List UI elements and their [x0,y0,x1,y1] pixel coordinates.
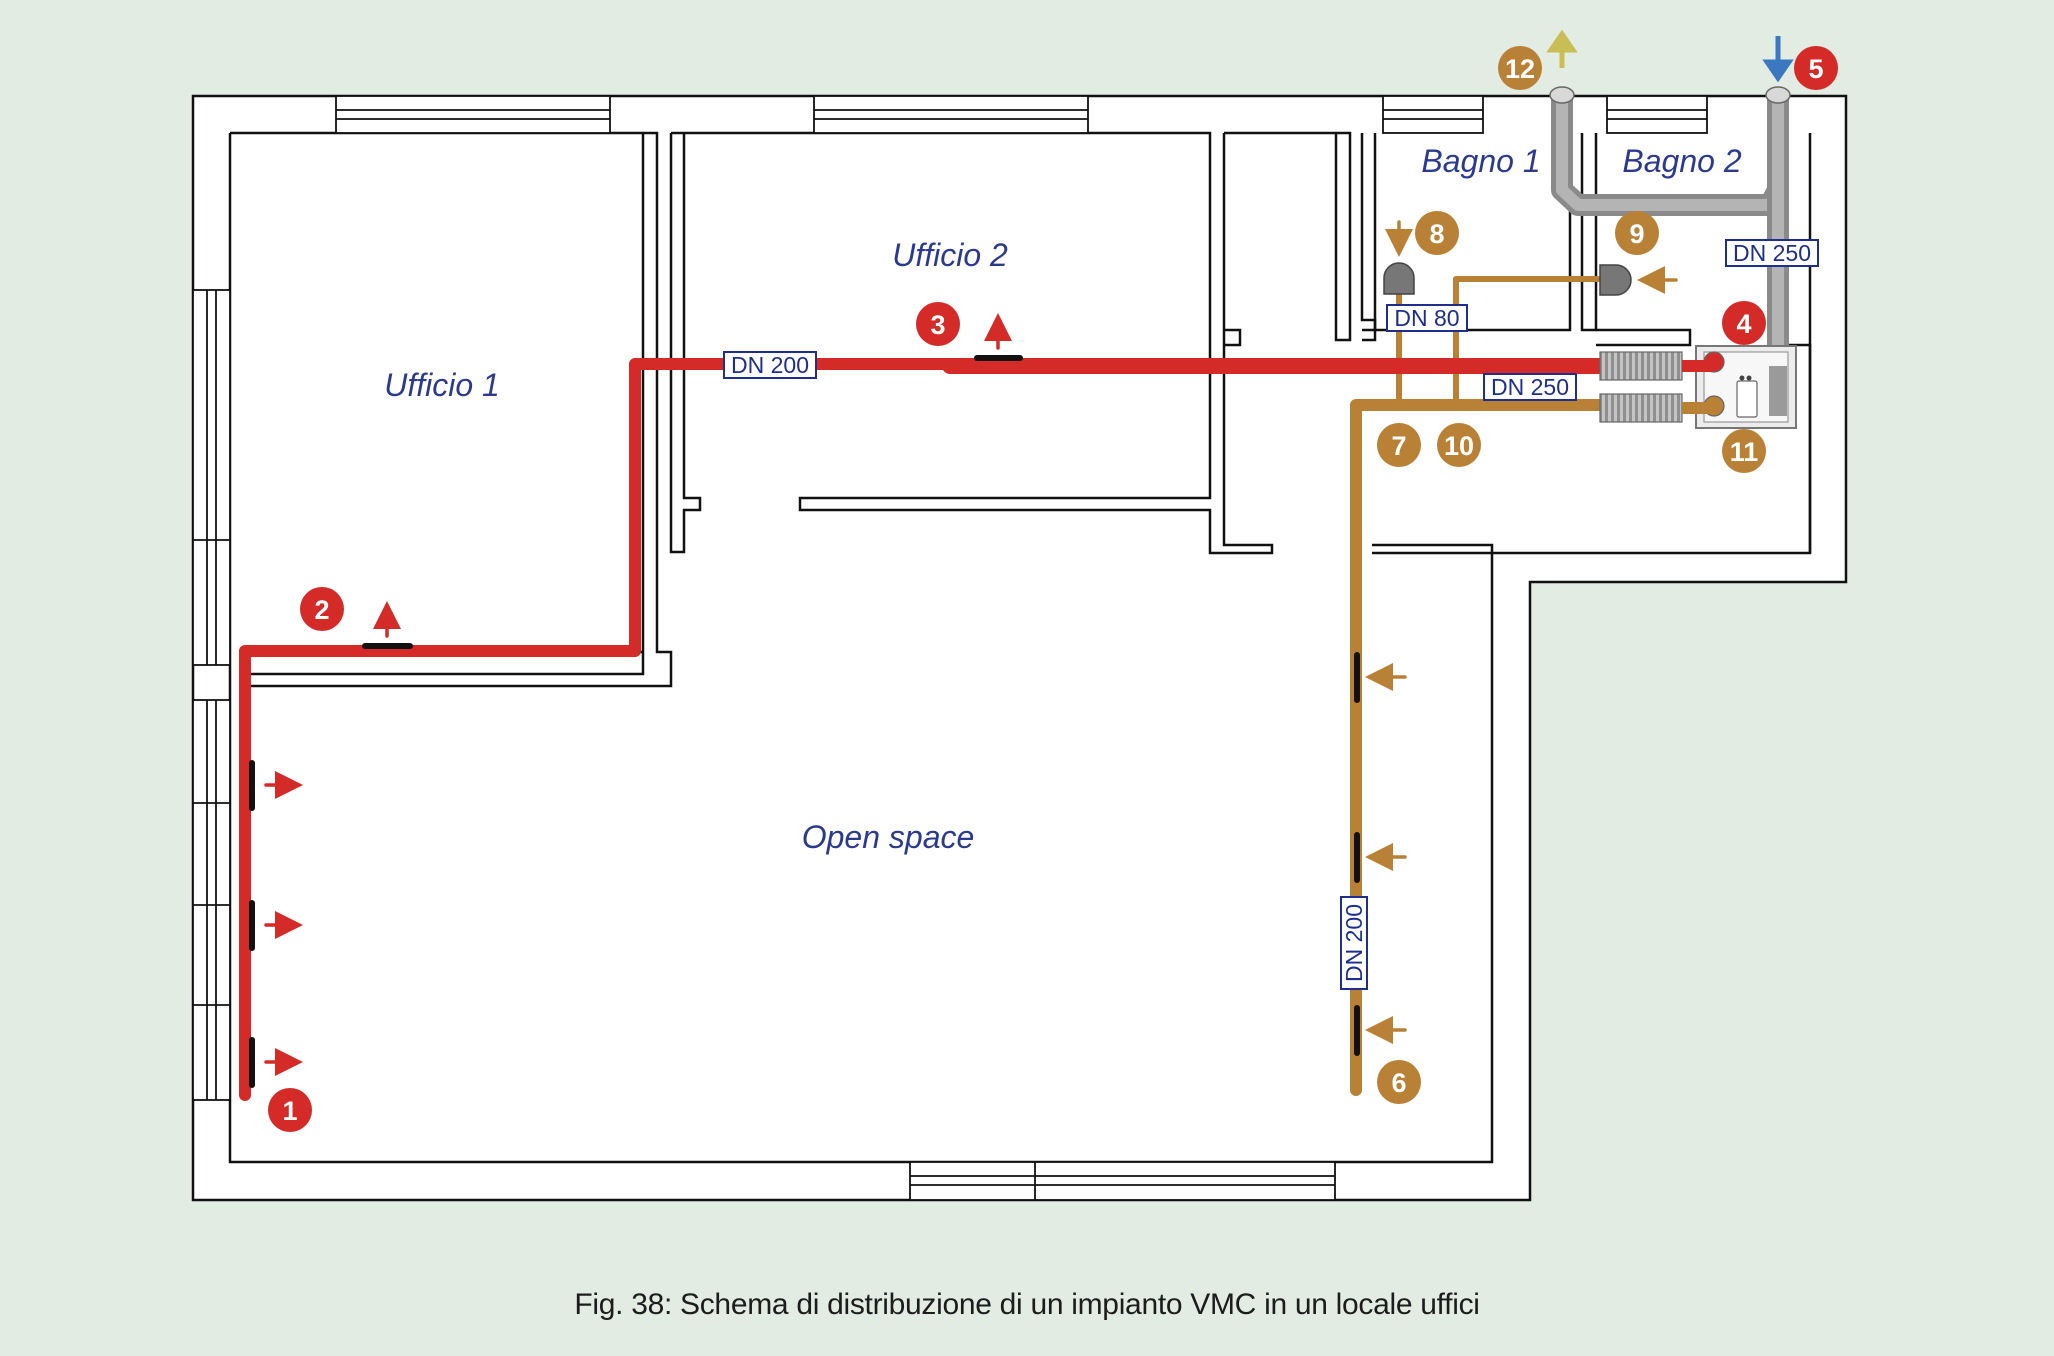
room-label-office-1: Ufficio 1 [384,367,500,403]
dn-label-supply-unit: DN 250 [1483,373,1577,401]
svg-text:4: 4 [1736,309,1751,339]
figure-caption: Fig. 38: Schema di distribuzione di un i… [574,1288,1480,1321]
supply-network [239,313,1608,1101]
marker-1: 1 [268,1088,312,1132]
extract-valve-bath-icon [1599,264,1632,296]
marker-7: 7 [1377,423,1421,467]
intake-arrow-icon [1762,36,1794,83]
svg-text:7: 7 [1391,431,1406,461]
marker-11: 11 [1722,429,1766,473]
unit-control-icon [1736,380,1758,418]
svg-text:3: 3 [930,310,945,340]
svg-text:8: 8 [1429,219,1444,249]
dn-label-extract-branch: DN 80 [1386,304,1468,332]
room-label-open-space: Open space [802,819,975,855]
svg-text:5: 5 [1808,54,1823,84]
svg-text:1: 1 [282,1096,297,1126]
marker-8: 8 [1415,211,1459,255]
marker-3: 3 [916,302,960,346]
pipe-size-labels: DN 200 DN 250 DN 80 DN 250 DN 200 [723,239,1819,990]
exhaust-terminal-icon [1549,86,1575,104]
marker-2: 2 [300,587,344,631]
room-label-office-2: Ufficio 2 [892,237,1008,273]
svg-text:6: 6 [1391,1068,1406,1098]
svg-text:DN 250: DN 250 [1491,374,1569,400]
dn-label-extract-main: DN 200 [1340,896,1368,990]
room-label-bath-2: Bagno 2 [1622,143,1741,179]
room-labels: Ufficio 1 Ufficio 2 Bagno 1 Bagno 2 Open… [384,143,1742,855]
svg-text:10: 10 [1444,431,1474,461]
marker-5: 5 [1794,46,1838,90]
windows [192,95,1708,1201]
dn-label-supply-main: DN 200 [723,351,817,379]
extract-valve-wc-icon [1383,262,1415,295]
marker-4: 4 [1722,301,1766,345]
supply-grilles [249,355,1023,1088]
supply-flow-arrows [264,313,1012,1076]
marker-12: 12 [1498,46,1542,90]
svg-text:9: 9 [1629,219,1644,249]
svg-text:11: 11 [1730,437,1759,467]
numbered-markers: 1 2 3 4 5 6 7 8 9 10 11 12 [268,46,1838,1132]
svg-text:DN 80: DN 80 [1394,305,1459,331]
svg-text:2: 2 [314,595,329,625]
marker-10: 10 [1437,423,1481,467]
svg-text:DN 200: DN 200 [1341,904,1367,982]
room-label-bath-1: Bagno 1 [1421,143,1540,179]
svg-text:DN 250: DN 250 [1733,240,1811,266]
heat-recovery-unit [1695,345,1797,429]
flexible-connectors [1599,351,1712,423]
dn-label-external-duct: DN 250 [1725,239,1819,267]
marker-6: 6 [1377,1060,1421,1104]
extract-flow-arrows [1365,220,1678,1044]
svg-text:12: 12 [1505,54,1535,84]
marker-9: 9 [1615,211,1659,255]
intake-terminal-icon [1765,86,1791,104]
exhaust-arrow-icon [1546,29,1578,68]
svg-text:DN 200: DN 200 [731,352,809,378]
